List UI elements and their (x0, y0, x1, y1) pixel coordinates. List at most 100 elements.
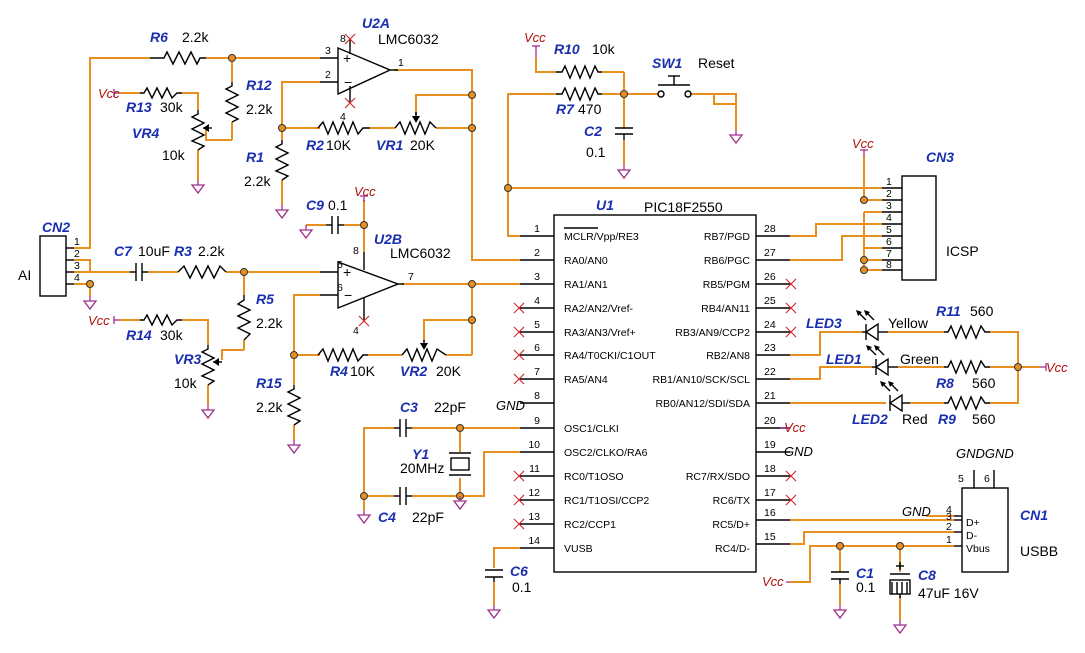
vcc-stubs (113, 45, 1047, 583)
u1-pin-name: RC5/D+ (712, 519, 750, 531)
vcc-label-usb: Vcc (762, 574, 784, 589)
u1-pin-name: RA3/AN3/Vref+ (564, 327, 636, 339)
cn1-pin4: 4 (946, 504, 952, 516)
cn3-pin4: 4 (886, 212, 892, 224)
cn3-pin2: 2 (886, 188, 892, 200)
vcc-label-leds: Vcc (1046, 360, 1068, 375)
u2a-part: LMC6032 (378, 31, 439, 47)
cn1-val: USBB (1020, 543, 1058, 559)
vr4-val: 10k (162, 147, 186, 163)
u1-pin-name: RA2/AN2/Vref- (564, 303, 634, 315)
u1-pin-num: 22 (764, 366, 776, 378)
cn2-pin1: 1 (74, 236, 80, 248)
u1-pin-name: RB7/PGD (704, 231, 751, 243)
u1-pin-num: 20 (764, 415, 776, 427)
vcc-label-pin20: Vcc (784, 420, 806, 435)
svg-text:−: − (344, 287, 352, 303)
u1-pin-num: 23 (764, 342, 776, 354)
u2b-part: LMC6032 (390, 245, 451, 261)
u1-pin-name: RB0/AN12/SDI/SDA (655, 398, 750, 410)
led3-ref: LED3 (806, 315, 842, 331)
u2b-ref: U2B (374, 231, 402, 247)
u2b-pin8: 8 (353, 245, 359, 257)
u1-pin-num: 1 (534, 223, 540, 235)
cn1-ref: CN1 (1020, 507, 1048, 523)
r6-val: 2.2k (182, 29, 209, 45)
u1-pin-name: OSC1/CLKI (564, 423, 619, 435)
cn2-pin4: 4 (74, 272, 80, 284)
r5-val: 2.2k (256, 315, 283, 331)
r8-ref: R8 (936, 375, 954, 391)
u1-pin-name: RB4/AN11 (701, 303, 750, 315)
u1-pin-num: 3 (534, 271, 540, 283)
r5-ref: R5 (256, 291, 274, 307)
r15-ref: R15 (256, 375, 282, 391)
led2-val: Red (902, 411, 928, 427)
junctions (86, 54, 1022, 550)
u1-pin-name: RB1/AN10/SCK/SCL (653, 374, 751, 386)
c4-val: 22pF (412, 509, 444, 525)
u1-pin-name: RB6/PGC (704, 255, 751, 267)
crystal-symbol (449, 452, 471, 476)
u1-part: PIC18F2550 (644, 199, 723, 215)
cn2-val: AI (18, 267, 31, 283)
r15-val: 2.2k (256, 399, 283, 415)
svg-text:+: + (343, 50, 351, 66)
svg-text:+: + (343, 264, 351, 280)
cn3-ref: CN3 (926, 149, 954, 165)
u1-pin-name: RC6/TX (713, 495, 750, 507)
r12-val: 2.2k (246, 101, 273, 117)
led1-ref: LED1 (826, 351, 862, 367)
r11-ref: R11 (936, 303, 961, 319)
u1-pin-num: 9 (534, 415, 540, 427)
c9-val: 0.1 (328, 197, 348, 213)
cn1-pin2: 2 (946, 521, 952, 533)
led1-val: Green (900, 351, 939, 367)
c3-val: 22pF (434, 399, 466, 415)
u2b-pin6: 6 (337, 282, 343, 294)
u1-pin-num: 26 (764, 271, 776, 283)
cn1-top-pin6: 6 (984, 473, 990, 485)
u1-pin-name: RA0/AN0 (564, 255, 608, 267)
u1-pin-num: 4 (534, 295, 540, 307)
r9-ref: R9 (938, 411, 956, 427)
u1-pin-name: RB5/PGM (703, 279, 750, 291)
u1-pin-num: 6 (534, 342, 540, 354)
r10-ref: R10 (554, 41, 580, 57)
r3-val: 2.2k (198, 243, 225, 259)
capacitor-symbols (130, 127, 911, 598)
led3-val: Yellow (888, 315, 929, 331)
cn2-ref: CN2 (42, 219, 70, 235)
r1-val: 2.2k (244, 173, 271, 189)
u1-pin-name: RC4/D- (715, 543, 751, 555)
u1-pin-num: 24 (764, 319, 776, 331)
r3-ref: R3 (174, 243, 192, 259)
cn3-pin1: 1 (886, 176, 892, 188)
cn1-label-dplus: D+ (966, 517, 980, 529)
u1-pin-name: MCLR/Vpp/RE3 (564, 231, 639, 243)
u1-pin-num: 25 (764, 295, 776, 307)
u1-pin-num: 15 (764, 531, 776, 543)
c8-val: 47uF 16V (918, 585, 979, 601)
connector-cn3 (882, 175, 937, 281)
u1-ref: U1 (596, 197, 614, 213)
cn2-pin3: 3 (74, 260, 80, 272)
wires (74, 57, 1040, 620)
c1-val: 0.1 (856, 579, 876, 595)
cn1-top-pin5: 5 (958, 473, 964, 485)
c7-val: 10uF (138, 243, 170, 259)
cn3-pin6: 6 (886, 236, 892, 248)
vr3-val: 10k (174, 375, 198, 391)
u1-pin-name: RC7/RX/SDO (686, 471, 750, 483)
r7-val: 470 (578, 101, 602, 117)
vr2-val: 20K (436, 363, 462, 379)
r7-ref: R7 (556, 101, 575, 117)
cn3-pin7: 7 (886, 248, 892, 260)
opamp-u2a: + − (320, 40, 398, 102)
r11-val: 560 (970, 303, 994, 319)
r14-ref: R14 (126, 327, 152, 343)
u1-pin-num: 28 (764, 223, 776, 235)
cn1-pin3: 3 (946, 511, 952, 523)
resistor-symbols (140, 50, 990, 426)
vcc-label-u2b: Vcc (354, 184, 376, 199)
